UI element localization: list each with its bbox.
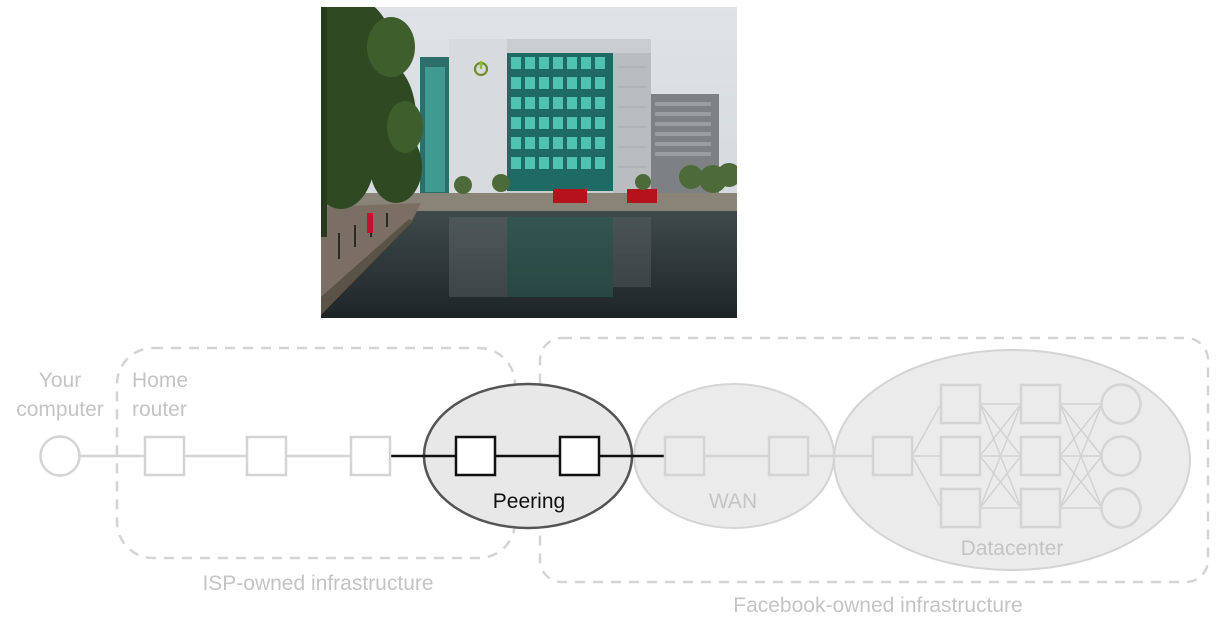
power-icon	[473, 61, 489, 77]
datacenter-label: Datacenter	[961, 537, 1064, 560]
datacenter-switch-node	[939, 435, 982, 477]
wan-label: WAN	[709, 490, 757, 513]
datacenter-switch-node	[1019, 435, 1062, 477]
isp-owned-infrastructure-label: ISP-owned infrastructure	[202, 572, 433, 595]
datacenter-edge-node	[871, 435, 914, 477]
datacenter-server-node	[1100, 487, 1142, 529]
datacenter-building-photo	[321, 7, 737, 318]
isp-router-node-2	[349, 435, 392, 477]
home-router-label-line2: router	[132, 398, 187, 421]
peering-label: Peering	[493, 490, 565, 513]
isp-router-node-1	[245, 435, 288, 477]
peering-router-node-isp	[454, 435, 497, 477]
facebook-owned-infrastructure-label: Facebook-owned infrastructure	[733, 594, 1022, 617]
datacenter-server-node	[1100, 435, 1142, 477]
datacenter-fabric-links	[911, 403, 1103, 509]
datacenter-switch-node	[1019, 487, 1062, 529]
datacenter-switch-node	[1019, 383, 1062, 425]
your-computer-node	[39, 435, 81, 477]
datacenter-switch-node	[939, 383, 982, 425]
your-computer-label-line2: computer	[16, 398, 104, 421]
home-router-label-line1: Home	[132, 369, 188, 392]
your-computer-label-line1: Your	[39, 369, 81, 392]
wan-router-node-2	[767, 435, 810, 477]
peering-router-node-facebook	[558, 435, 601, 477]
home-router-node	[143, 435, 186, 477]
datacenter-switch-node	[939, 487, 982, 529]
facebook-region-outline	[538, 336, 1210, 584]
wan-router-node-1	[663, 435, 706, 477]
datacenter-server-node	[1100, 383, 1142, 425]
